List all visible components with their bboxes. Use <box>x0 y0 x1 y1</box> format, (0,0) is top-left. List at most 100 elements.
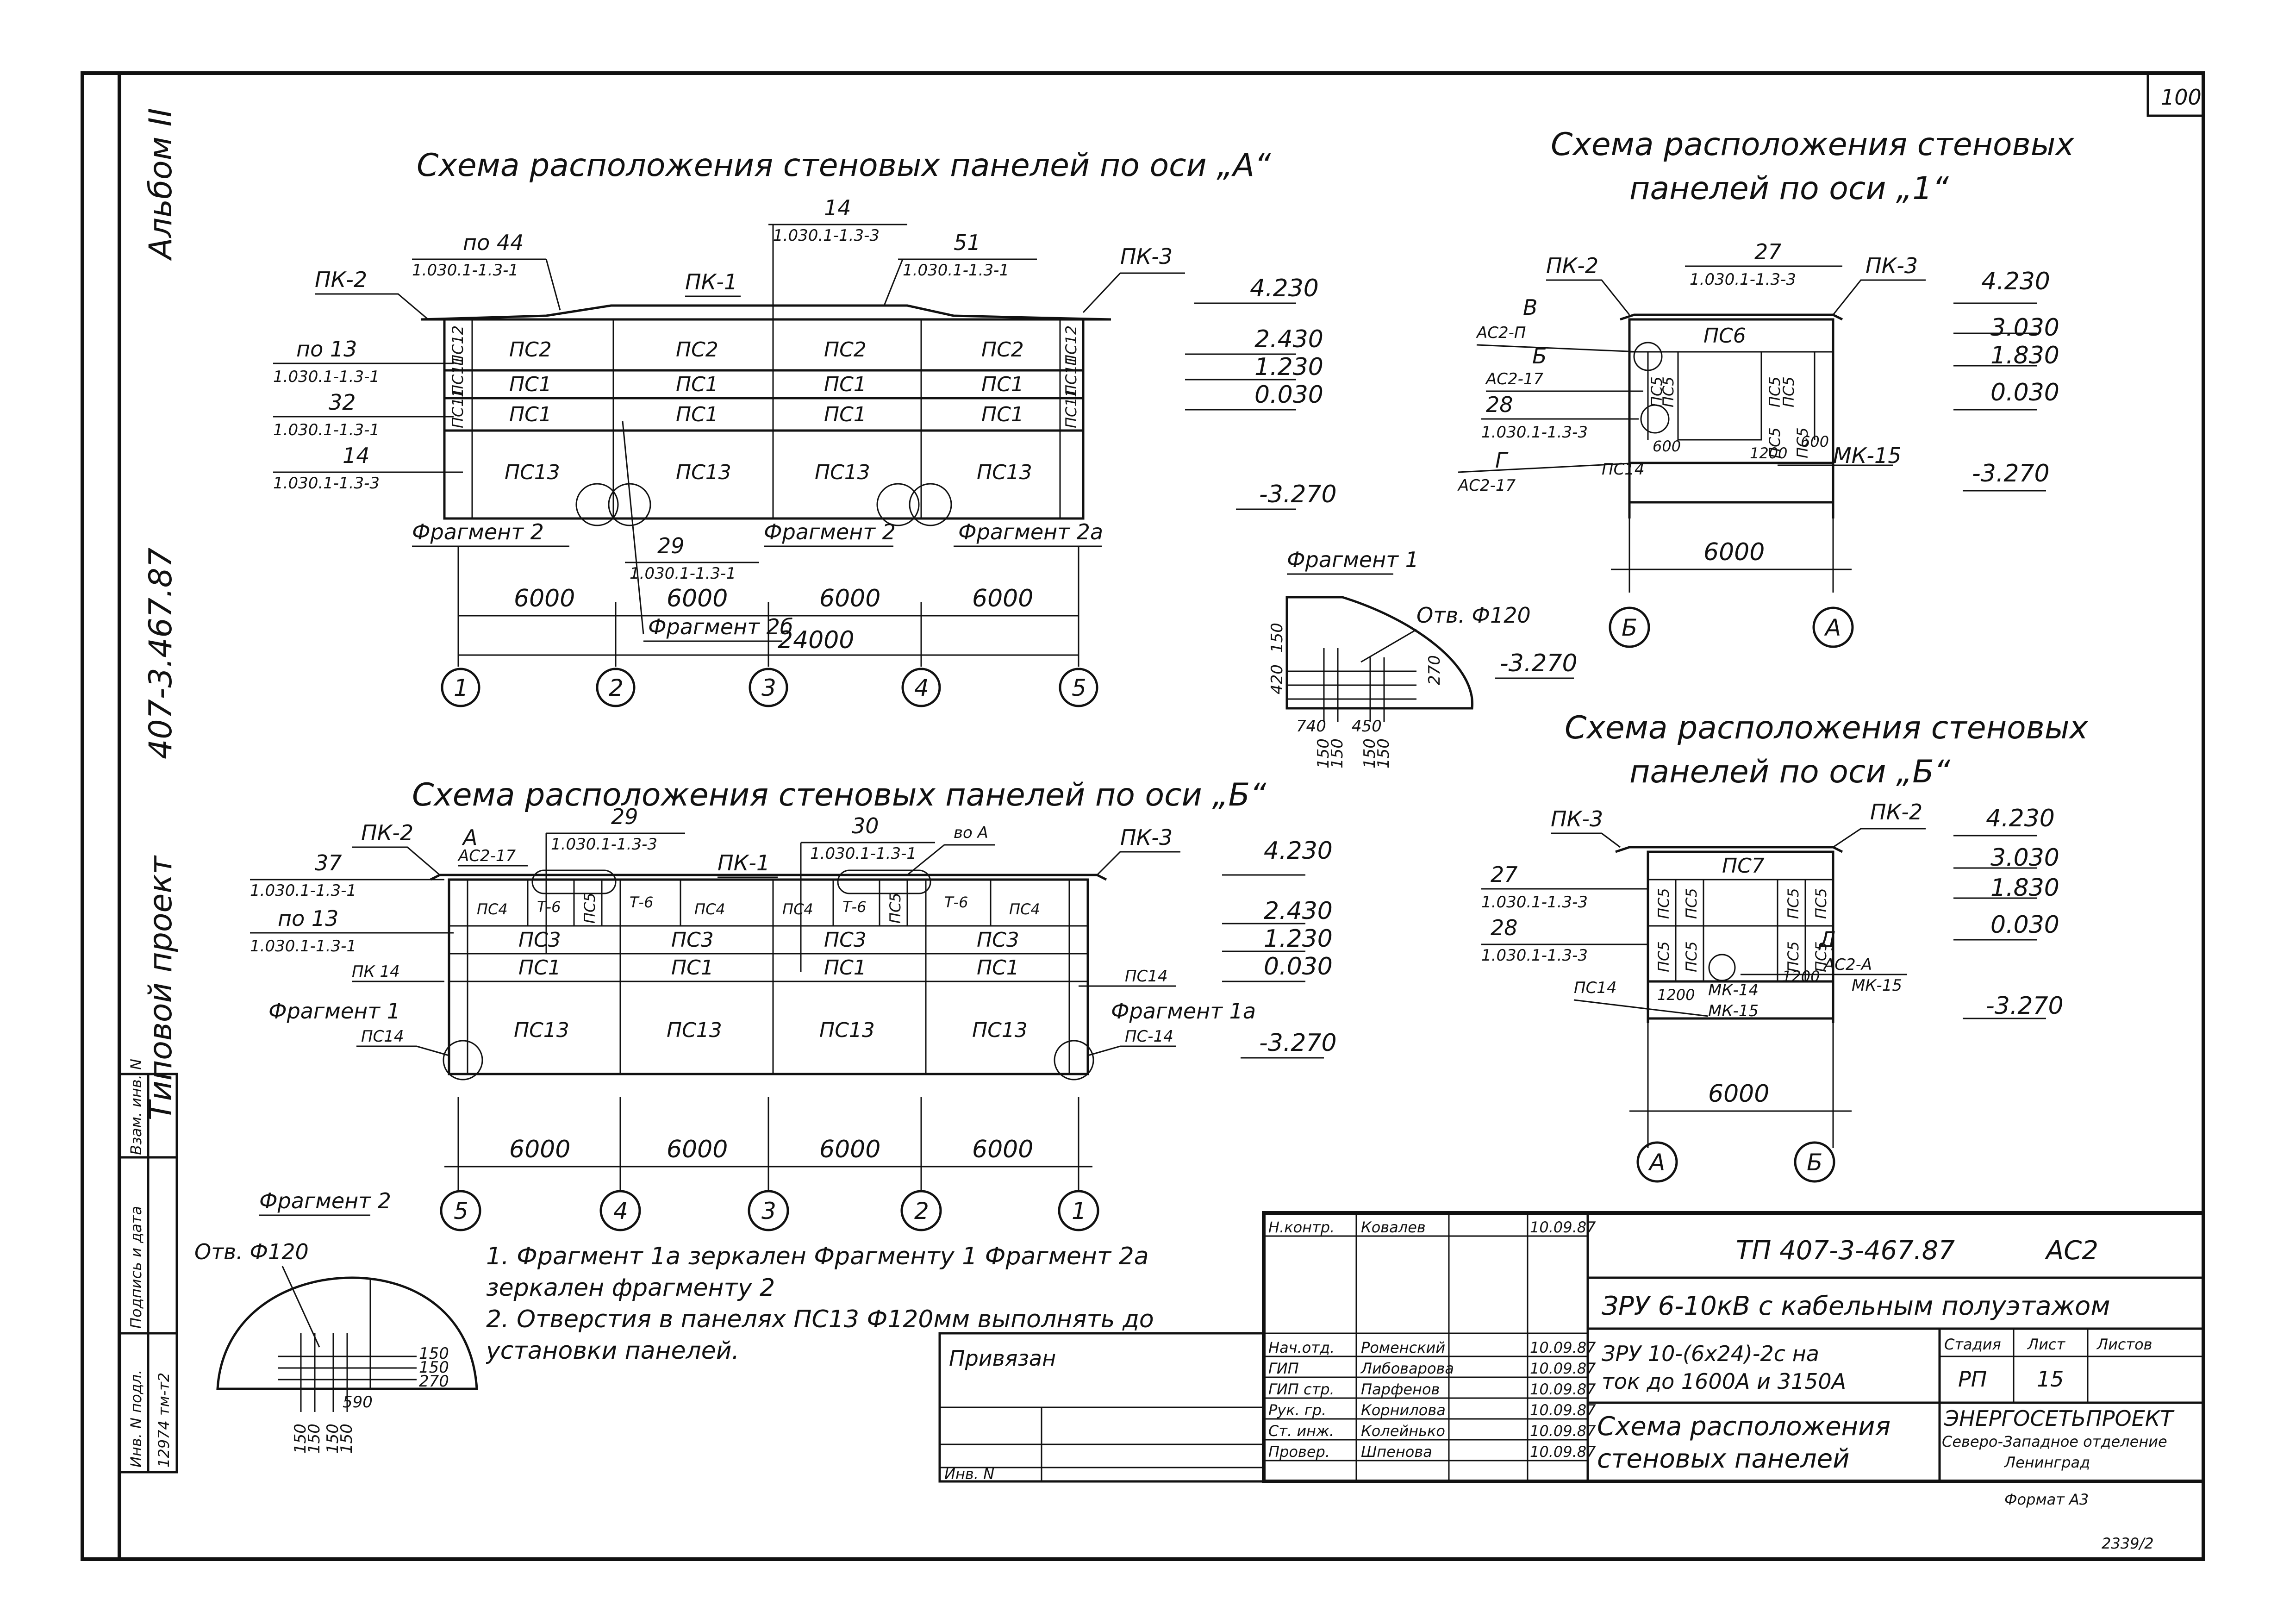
panel-label: ПС1 <box>981 403 1024 426</box>
axis-label: Б <box>1807 1149 1822 1176</box>
panel-label: ПС13 <box>815 461 870 484</box>
node-label: В <box>1523 295 1538 320</box>
callout-ref: 1.030.1-1.3-1 <box>250 881 356 900</box>
pk-label: ПК-3 <box>1551 806 1603 831</box>
project-code-vertical: 407-3.467.87 <box>143 548 179 759</box>
elevation: 4.230 <box>1264 837 1333 865</box>
elevation: 4.230 <box>1986 805 2055 832</box>
binding-inv: Инв. N <box>944 1465 994 1483</box>
panel-label: ПС1 <box>671 956 714 980</box>
panel-label: ПС1 <box>981 373 1024 396</box>
dim-label: 150 <box>419 1344 449 1363</box>
pk-label: ПК-2 <box>361 820 413 845</box>
axis-label: 3 <box>761 1198 776 1224</box>
format-label: Формат А3 <box>2004 1491 2089 1508</box>
elevation: 4.230 <box>1250 275 1319 302</box>
dim-label: 420 <box>1268 664 1286 694</box>
panel-label: ПС5 <box>1794 427 1811 458</box>
span-dim: 6000 <box>819 1136 880 1163</box>
panel-label: ПС13 <box>514 1018 569 1042</box>
node-label: МК-15 <box>1852 976 1902 995</box>
callout-label: 37 <box>315 850 342 875</box>
scheme-b-title: Схема расположения стеновых панелей по о… <box>412 777 1267 813</box>
node-label: А <box>462 825 477 850</box>
elevation: 2.430 <box>1264 897 1333 925</box>
callout-label: 27 <box>1491 862 1518 887</box>
panel-label: ПС5 <box>581 893 599 924</box>
stage-header: Стадия <box>1944 1336 2001 1353</box>
dim-label: 1200 <box>1782 968 1820 985</box>
node-label: во А <box>954 824 988 842</box>
end-panel-label: ПС11 <box>449 356 467 396</box>
callout-label: 32 <box>329 390 356 415</box>
scheme-axis-1: Схема расположения стеновых панелей по о… <box>1457 126 2074 648</box>
panel-label: ПС4 <box>477 900 508 918</box>
elevation: -3.270 <box>1259 1029 1337 1057</box>
callout-ref: 1.030.1-1.3-3 <box>1481 946 1588 965</box>
callout-label: 28 <box>1491 915 1518 940</box>
panel-label: ПС5 <box>1683 888 1700 919</box>
panel-label: МК-15 <box>1833 443 1901 468</box>
elevation: 3.030 <box>1990 844 2059 872</box>
dim-label: 150 <box>337 1424 356 1454</box>
axis-label: А <box>1648 1149 1665 1176</box>
dim-label: 150 <box>1328 738 1347 768</box>
dim-label: 1200 <box>1750 444 1787 462</box>
outer-frame <box>81 71 2205 1561</box>
stamp-col-replace: Взам. инв. N <box>127 1059 145 1155</box>
panel-label: ПС5 <box>1766 376 1784 407</box>
dim-label: 270 <box>1425 655 1444 685</box>
doc-code: ТП 407-3-467.87 <box>1736 1236 1955 1266</box>
axis-label: 5 <box>454 1198 468 1224</box>
callout-ref: 1.030.1-1.3-3 <box>773 226 880 245</box>
node-label: Б <box>1532 344 1547 369</box>
binding-box: Привязан Инв. N <box>938 1332 1265 1483</box>
dim-label: 150 <box>1360 738 1379 768</box>
org-city: Ленинград <box>2004 1454 2090 1471</box>
panel-label: ПС6 <box>1703 324 1746 348</box>
elevation: 4.230 <box>1981 268 2050 295</box>
scheme-axis-b-small: Схема расположения стеновых панелей по о… <box>1481 710 2088 1183</box>
panel-label: Т-6 <box>842 898 866 916</box>
dim-label: 150 <box>305 1424 324 1454</box>
dim-label: 150 <box>419 1358 449 1377</box>
album-label: Альбом II <box>143 108 179 261</box>
panel-label: ПС4 <box>1009 900 1040 918</box>
stamp-role: Н.контр. <box>1268 1218 1335 1236</box>
binding-title: Привязан <box>949 1346 1056 1371</box>
span-dim: 6000 <box>1708 1080 1769 1108</box>
panel-label: ПС1 <box>824 403 867 426</box>
callout-ref: 1.030.1-1.3-3 <box>1690 270 1796 289</box>
callout-ref: 1.030.1-1.3-1 <box>273 421 380 439</box>
elevation: 0.030 <box>1990 911 2059 939</box>
panel-label: ПС5 <box>1660 376 1677 407</box>
elevation: 0.030 <box>1264 953 1333 981</box>
panel-label: ПС2 <box>824 338 867 362</box>
scheme-1-title: Схема расположения стеновых <box>1551 126 2074 163</box>
node-label: МК-14 <box>1708 981 1759 999</box>
elevation: 3.030 <box>1990 314 2059 342</box>
axis-label: А <box>1824 614 1841 641</box>
object-sub: ток до 1600А и 3150А <box>1602 1369 1846 1394</box>
panel-label: ПС13 <box>676 461 731 484</box>
pk-label: ПК-3 <box>1866 253 1918 278</box>
pk-label: ПК-1 <box>685 269 737 294</box>
pk-label: ПК-1 <box>718 850 770 875</box>
stamp-role: Рук. гр. <box>1268 1401 1326 1419</box>
elevation: 2.430 <box>1254 325 1323 353</box>
hole-label: Отв. Ф120 <box>1416 603 1531 628</box>
panel-label: ПС3 <box>824 928 867 952</box>
stamp-role: Ст. инж. <box>1268 1422 1334 1440</box>
panel-label: ПС5 <box>1683 941 1700 972</box>
dim-label: 740 <box>1296 717 1326 736</box>
callout-ref: 1.030.1-1.3-1 <box>810 844 917 863</box>
panel-label: Т-6 <box>944 893 968 911</box>
org-branch: Северо-Западное отделение <box>1942 1433 2167 1450</box>
stamp-date: 10.09.87 <box>1530 1339 1596 1356</box>
stamp-col-inv: Инв. N подл. <box>127 1370 145 1468</box>
pk-label: ПК-2 <box>1546 253 1598 278</box>
inv-number: 12974 тм-т2 <box>155 1373 173 1468</box>
axis-label: 1 <box>1072 1198 1086 1224</box>
dim-label: 270 <box>419 1372 449 1391</box>
